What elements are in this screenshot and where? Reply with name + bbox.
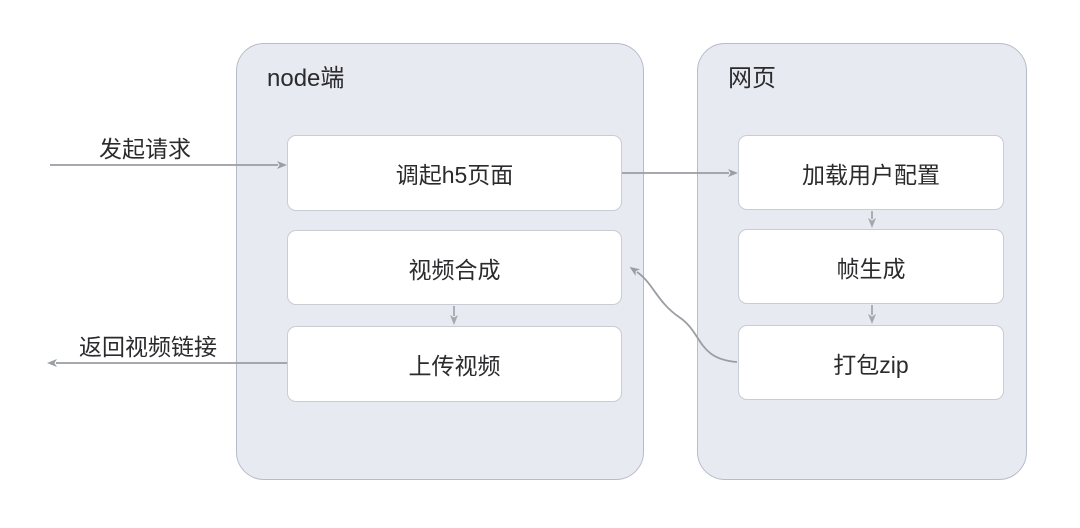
container-node-title: node端 — [267, 65, 345, 92]
flow-box-invoke-h5: 调起h5页面 — [287, 135, 622, 211]
container-webpage-title: 网页 — [728, 65, 776, 92]
flow-box-pack-zip: 打包zip — [738, 325, 1004, 400]
flow-box-video-compose: 视频合成 — [287, 230, 622, 305]
edge-label-return-link: 返回视频链接 — [79, 334, 217, 360]
flow-box-upload-video: 上传视频 — [287, 326, 622, 402]
flow-box-frame-generate: 帧生成 — [738, 229, 1004, 304]
edge-label-request: 发起请求 — [99, 136, 191, 162]
flow-box-load-user-config: 加载用户配置 — [738, 135, 1004, 210]
